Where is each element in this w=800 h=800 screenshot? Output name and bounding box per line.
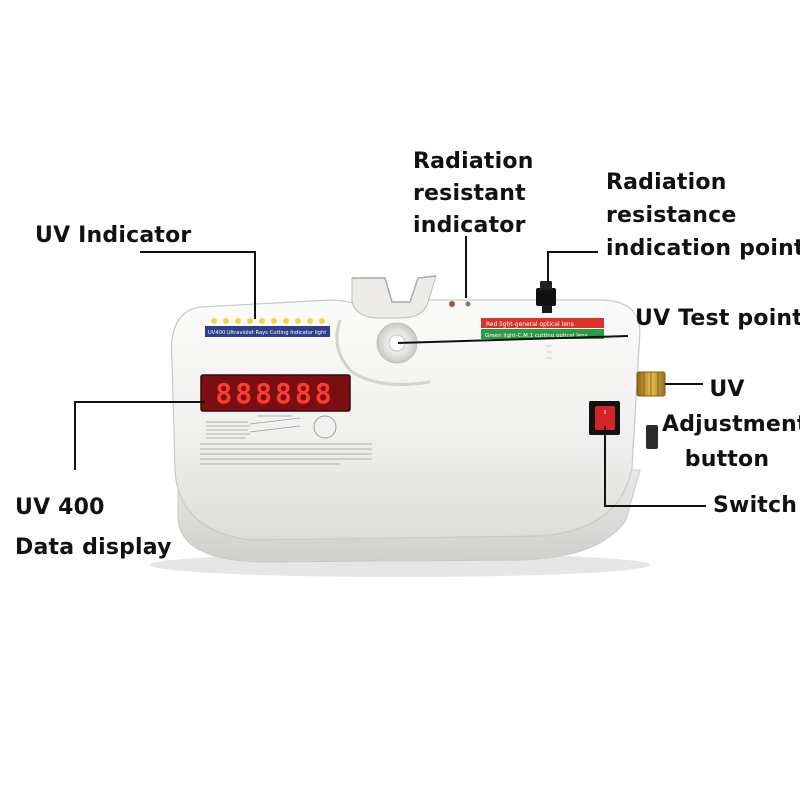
label-radiation-resistance-point-line-2: resistance [606, 203, 737, 228]
label-uv400-line-2: Data display [15, 535, 172, 560]
label-radiation-resistant-indicator-line-3: indicator [413, 213, 526, 238]
red-light-strip [481, 318, 604, 328]
uv-indicator-strip [205, 326, 330, 337]
label-radiation-resistance-point-line-3: indication point [606, 236, 800, 261]
label-radiation-resistant-indicator-line-2: resistant [413, 181, 526, 206]
side-marks [546, 345, 552, 359]
red-light-strip-text: Red light-general optical lens [486, 321, 574, 328]
label-uv-adjustment-line-2: Adjustment [662, 412, 800, 437]
label-uv400-line-1: UV 400 [15, 495, 105, 520]
lens-schematic [313, 415, 337, 439]
power-switch-rocker [595, 406, 615, 430]
label-uv-adjustment-line-1: UV [709, 377, 745, 402]
leader-uv400-display [74, 401, 205, 470]
uv-indicator-strip-text: UV400 Ultraviolet Rays Cutting Indicator… [208, 330, 326, 336]
label-radiation-resistance-point: Radiation resistance indication point [606, 166, 800, 265]
printed-info-block [200, 415, 372, 465]
uv400-display [200, 374, 351, 412]
green-light-strip-text: Green light-C.M.1 cutting optical lens [485, 333, 588, 339]
radiation-point-connector [536, 281, 556, 313]
leader-uv-test-point [397, 335, 629, 344]
radiation-indicator-led-2 [465, 301, 471, 307]
label-switch: Switch [713, 493, 798, 518]
body-contour [335, 319, 431, 386]
leader-lines [74, 236, 706, 507]
label-radiation-resistance-point-line-1: Radiation [606, 170, 727, 195]
uv400-display-digits: 888888 [215, 377, 334, 410]
leader-radiation-point [547, 251, 598, 282]
label-uv-adjustment-line-3: button [684, 447, 770, 472]
leader-switch [604, 426, 706, 507]
radiation-indicator-led [449, 301, 455, 307]
label-uv400-data-display: UV 400 Data display [15, 488, 172, 568]
label-radiation-resistant-indicator: Radiation resistant indicator [413, 146, 534, 242]
green-light-strip [481, 329, 604, 339]
label-radiation-resistant-indicator-line-1: Radiation [413, 149, 534, 174]
label-uv-adjustment-button: UV Adjustment button [662, 372, 800, 477]
side-plug [646, 425, 658, 449]
lens-holder-top [352, 275, 437, 303]
label-uv-test-point: UV Test point [635, 306, 800, 331]
leader-uv-indicator [140, 251, 256, 319]
uv-indicator-leds [211, 318, 325, 324]
label-uv-indicator: UV Indicator [35, 223, 192, 248]
